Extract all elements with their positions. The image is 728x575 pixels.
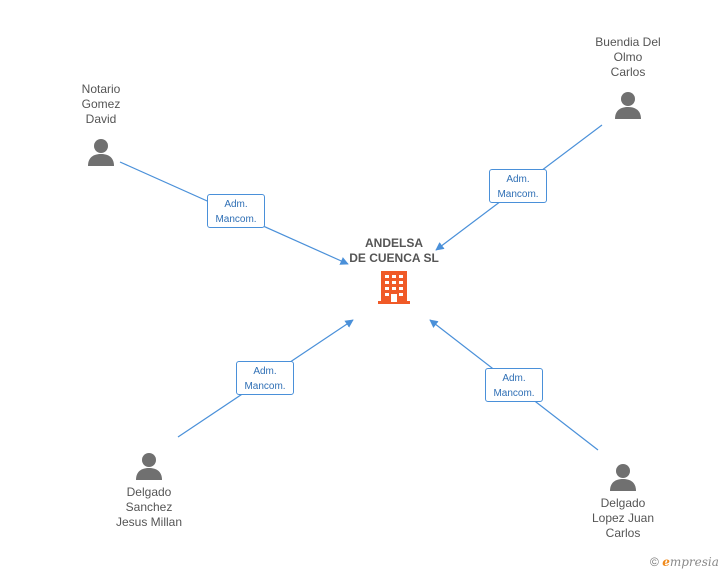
person-delgado-sanchez-jesus-millan[interactable]: Delgado Sanchez Jesus Millan bbox=[104, 451, 194, 530]
relation-badge-buendia[interactable]: Adm. Mancom. bbox=[489, 169, 547, 203]
person-name-line: Carlos bbox=[605, 526, 641, 540]
company-name-line1: ANDELSA bbox=[364, 236, 423, 250]
person-name-line: David bbox=[85, 112, 117, 126]
person-name-line: Notario bbox=[81, 82, 121, 96]
relation-label-line1: Adm. bbox=[253, 366, 277, 377]
person-notario-gomez-david[interactable]: Notario Gomez David bbox=[61, 82, 141, 167]
relation-label-line2: Mancom. bbox=[244, 381, 286, 392]
person-name-line: Delgado bbox=[126, 485, 172, 499]
building-icon bbox=[378, 271, 410, 304]
relation-badge-notario[interactable]: Adm. Mancom. bbox=[207, 194, 265, 228]
empresia-watermark: © empresia bbox=[650, 555, 719, 569]
person-buendia-del-olmo-carlos[interactable]: Buendia Del Olmo Carlos bbox=[583, 35, 673, 120]
person-name-line: Carlos bbox=[610, 65, 646, 79]
person-icon bbox=[610, 464, 636, 491]
person-icon bbox=[615, 92, 641, 119]
person-name-line: Delgado bbox=[600, 496, 646, 510]
empresia-logo: empresia bbox=[662, 555, 719, 569]
person-name-line: Jesus Millan bbox=[115, 515, 183, 529]
relation-label-line2: Mancom. bbox=[215, 214, 257, 225]
relation-label-line1: Adm. bbox=[224, 199, 248, 210]
relation-label-line1: Adm. bbox=[506, 174, 530, 185]
relation-badge-delgado-lopez[interactable]: Adm. Mancom. bbox=[485, 368, 543, 402]
copyright-symbol: © bbox=[650, 555, 659, 569]
person-delgado-lopez-juan-carlos[interactable]: Delgado Lopez Juan Carlos bbox=[578, 462, 668, 541]
person-name-line: Sanchez bbox=[125, 500, 173, 514]
relation-label-line2: Mancom. bbox=[493, 388, 535, 399]
person-icon bbox=[88, 139, 114, 166]
person-name-line: Olmo bbox=[613, 50, 643, 64]
person-name-line: Lopez Juan bbox=[591, 511, 655, 525]
person-icon bbox=[136, 453, 162, 480]
company-node[interactable]: ANDELSA DE CUENCA SL bbox=[334, 236, 454, 305]
person-name-line: Gomez bbox=[81, 97, 121, 111]
relation-label-line1: Adm. bbox=[502, 373, 526, 384]
relation-label-line2: Mancom. bbox=[497, 189, 539, 200]
company-name-line2: DE CUENCA SL bbox=[349, 251, 439, 265]
relation-badge-delgado-sanchez[interactable]: Adm. Mancom. bbox=[236, 361, 294, 395]
person-name-line: Buendia Del bbox=[595, 35, 661, 49]
